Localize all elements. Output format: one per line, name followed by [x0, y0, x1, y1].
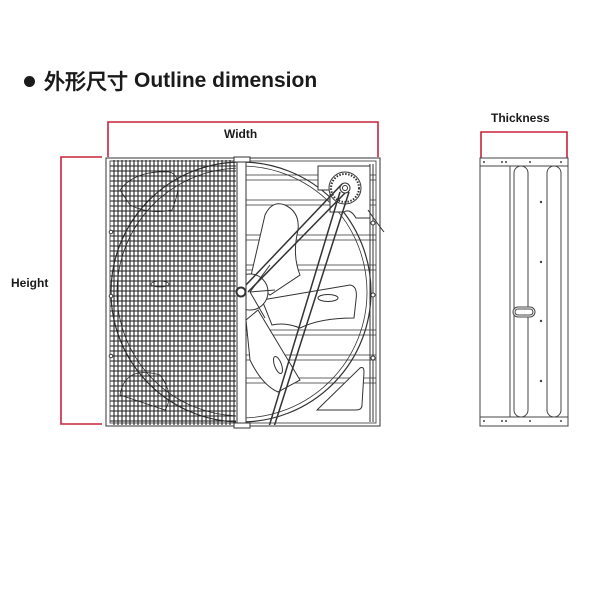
safety-grille: [110, 160, 236, 425]
thickness-dimension-line: [480, 131, 568, 158]
title-english: Outline dimension: [134, 69, 318, 92]
thickness-label: Thickness: [491, 111, 550, 125]
section-title: 外形尺寸 Outline dimension: [24, 66, 317, 96]
width-label: Width: [224, 127, 258, 141]
fan-housing: [246, 161, 376, 425]
title-chinese: 外形尺寸: [44, 70, 128, 94]
side-view: [479, 157, 569, 427]
width-dimension-line: [107, 121, 379, 157]
side-frame: [479, 157, 569, 427]
hub-bolt: [235, 286, 247, 298]
height-dimension-line: [60, 156, 102, 425]
dimension-lines: [60, 121, 568, 425]
height-label: Height: [11, 276, 49, 290]
front-view: [105, 156, 385, 429]
bullet-icon: [24, 75, 35, 87]
